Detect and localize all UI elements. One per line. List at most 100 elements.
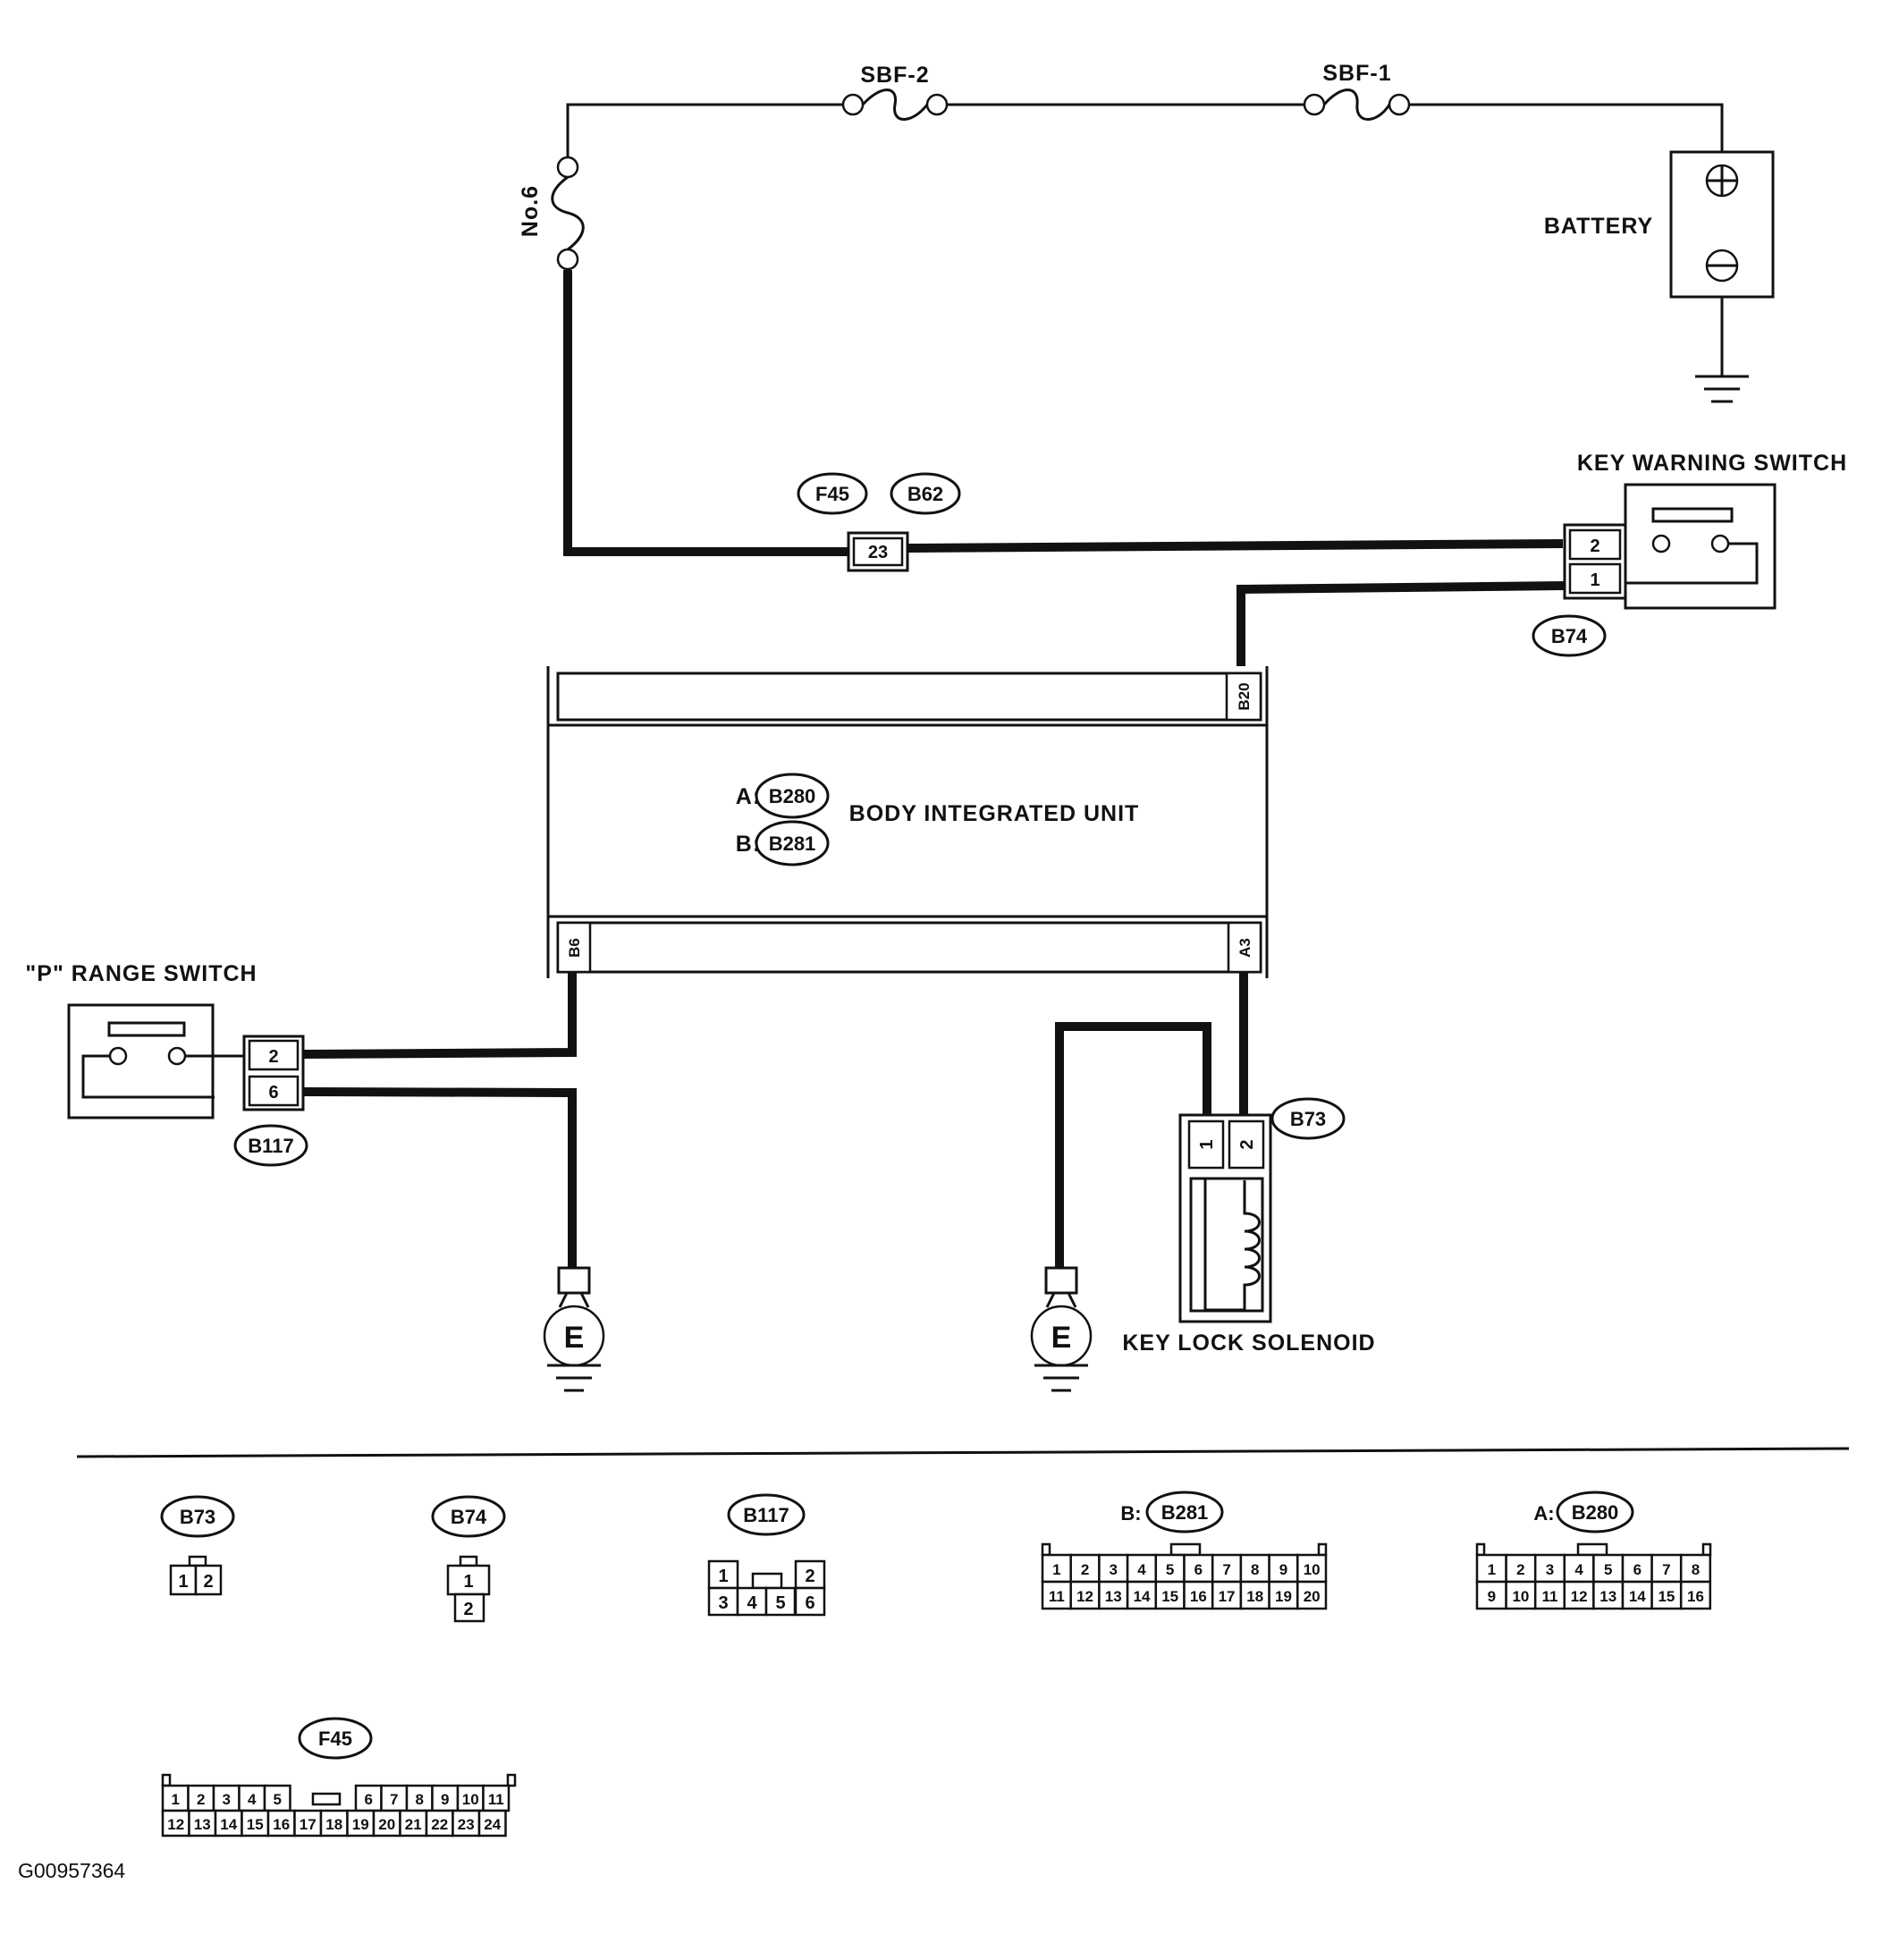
legend-pin-label: 13: [194, 1816, 211, 1833]
legend-pin-cell: [1296, 1580, 1328, 1610]
legend-b281-tag: B281: [1161, 1501, 1209, 1524]
legend-pin-cell: [1592, 1580, 1625, 1610]
legend-pin-cell: [1183, 1553, 1214, 1584]
legend-pin-label: 9: [1488, 1588, 1496, 1605]
legend-pin-cell: [1621, 1580, 1653, 1610]
legend-pin-label: 5: [1604, 1561, 1612, 1578]
legend-b117-pin: 2: [805, 1567, 814, 1586]
legend-pin-label: 3: [223, 1791, 231, 1808]
fuse-no6-label: No.6: [518, 185, 543, 237]
legend-pin-label: 12: [1076, 1588, 1093, 1605]
legend-pin-cell: [1475, 1580, 1507, 1610]
legend-pin-label: 10: [462, 1791, 479, 1808]
legend-pin-label: 12: [1571, 1588, 1588, 1605]
legend-pin-label: 20: [378, 1816, 395, 1833]
legend-pin-label: 8: [1251, 1561, 1259, 1578]
legend-f45-tag: F45: [318, 1728, 352, 1750]
legend-pin-cell: [1563, 1580, 1595, 1610]
legend-pin-label: 22: [431, 1816, 448, 1833]
legend-pin-label: 23: [458, 1816, 475, 1833]
legend-pin-cell: [1041, 1580, 1072, 1610]
legend-b117-pin: 5: [775, 1593, 785, 1613]
p-range-switch: "P" RANGE SWITCH 2 6 B117: [25, 961, 308, 1167]
kls-pin-1: 1: [1197, 1139, 1217, 1149]
biu-pin-a3: A3: [1236, 938, 1253, 958]
legend-pin-label: 10: [1304, 1561, 1321, 1578]
legend-b117-tag: B117: [743, 1504, 789, 1526]
key-warning-switch-label: KEY WARNING SWITCH: [1577, 451, 1847, 476]
legend-pin-cell: [293, 1809, 323, 1838]
legend-pin-label: 11: [488, 1791, 504, 1808]
pin-23-label: 23: [868, 543, 888, 562]
key-lock-solenoid: 1 2 B73 KEY LOCK SOLENOID: [1122, 1097, 1375, 1356]
legend-b117-pin: 6: [805, 1593, 814, 1613]
legend-pin-cell: [1069, 1553, 1101, 1584]
b73-tag: B73: [1290, 1108, 1326, 1130]
b281-tag: B281: [769, 832, 816, 855]
biu-label: BODY INTEGRATED UNIT: [849, 801, 1140, 826]
kls-pin-2: 2: [1237, 1139, 1257, 1149]
legend-pin-label: 1: [172, 1791, 180, 1808]
legend-pin-cell: [372, 1809, 401, 1838]
f45-tag: F45: [815, 483, 849, 505]
legend-pin-label: 2: [1516, 1561, 1524, 1578]
legend-pin-label: 3: [1546, 1561, 1554, 1578]
legend-pin-label: 2: [197, 1791, 205, 1808]
legend-pin-cell: [452, 1809, 481, 1838]
legend-pin-cell: [1475, 1553, 1507, 1584]
legend-pin-cell: [431, 1784, 460, 1812]
legend-pin-label: 21: [405, 1816, 422, 1833]
legend-pin-label: 9: [1279, 1561, 1287, 1578]
legend-b73-pin: 2: [203, 1572, 213, 1592]
fuse-sbf2: SBF-2: [841, 63, 949, 121]
legend-pin-label: 6: [1194, 1561, 1203, 1578]
legend-pin-label: 19: [352, 1816, 369, 1833]
b280-tag: B280: [769, 785, 816, 807]
legend-pin-cell: [1533, 1580, 1566, 1610]
legend-pin-label: 11: [1049, 1588, 1065, 1605]
legend-pin-cell: [1679, 1580, 1712, 1610]
legend-b73-pin: 1: [178, 1572, 188, 1592]
legend-pin-label: 8: [416, 1791, 424, 1808]
legend-b280-prefix: A:: [1533, 1502, 1554, 1525]
legend-pin-label: 4: [1574, 1561, 1583, 1578]
legend-pin-label: 19: [1275, 1588, 1292, 1605]
prs-pin-6: 6: [268, 1083, 278, 1102]
ground-e-right: E: [1030, 1266, 1093, 1392]
fuse-sbf2-label: SBF-2: [860, 63, 929, 88]
legend-pin-label: 12: [167, 1816, 184, 1833]
legend-pin-label: 7: [1222, 1561, 1230, 1578]
prs-pin-2: 2: [268, 1047, 278, 1067]
legend-pin-label: 15: [1658, 1588, 1675, 1605]
legend-pin-label: 17: [1219, 1588, 1236, 1605]
legend-b74: B74 1 2: [431, 1495, 506, 1623]
legend-b74-tag: B74: [451, 1506, 487, 1528]
legend-pin-label: 4: [1137, 1561, 1146, 1578]
power-line: [566, 103, 1724, 376]
key-lock-solenoid-label: KEY LOCK SOLENOID: [1122, 1331, 1375, 1356]
b62-tag: B62: [907, 483, 943, 505]
fuse-no6: No.6: [518, 156, 585, 271]
ground-e-left: E: [543, 1266, 605, 1392]
legend-pin-cell: [1211, 1580, 1243, 1610]
legend-pin-label: 5: [1166, 1561, 1174, 1578]
legend-pin-label: 15: [247, 1816, 264, 1833]
legend-pin-cell: [1650, 1580, 1683, 1610]
legend-pin-cell: [266, 1809, 296, 1838]
p-range-switch-label: "P" RANGE SWITCH: [25, 961, 257, 986]
battery-label: BATTERY: [1544, 214, 1653, 239]
legend-pin-label: 11: [1542, 1588, 1558, 1605]
figure-id: G00957364: [18, 1859, 125, 1882]
legend-pin-label: 18: [1246, 1588, 1263, 1605]
legend-pin-label: 14: [220, 1816, 237, 1833]
b74-tag: B74: [1551, 625, 1588, 647]
legend-pin-label: 8: [1692, 1561, 1700, 1578]
ground-e-left-label: E: [564, 1321, 585, 1355]
legend-pin-label: 10: [1512, 1588, 1529, 1605]
legend-pin-label: 13: [1105, 1588, 1122, 1605]
legend-b73: B73 1 2: [160, 1495, 235, 1596]
